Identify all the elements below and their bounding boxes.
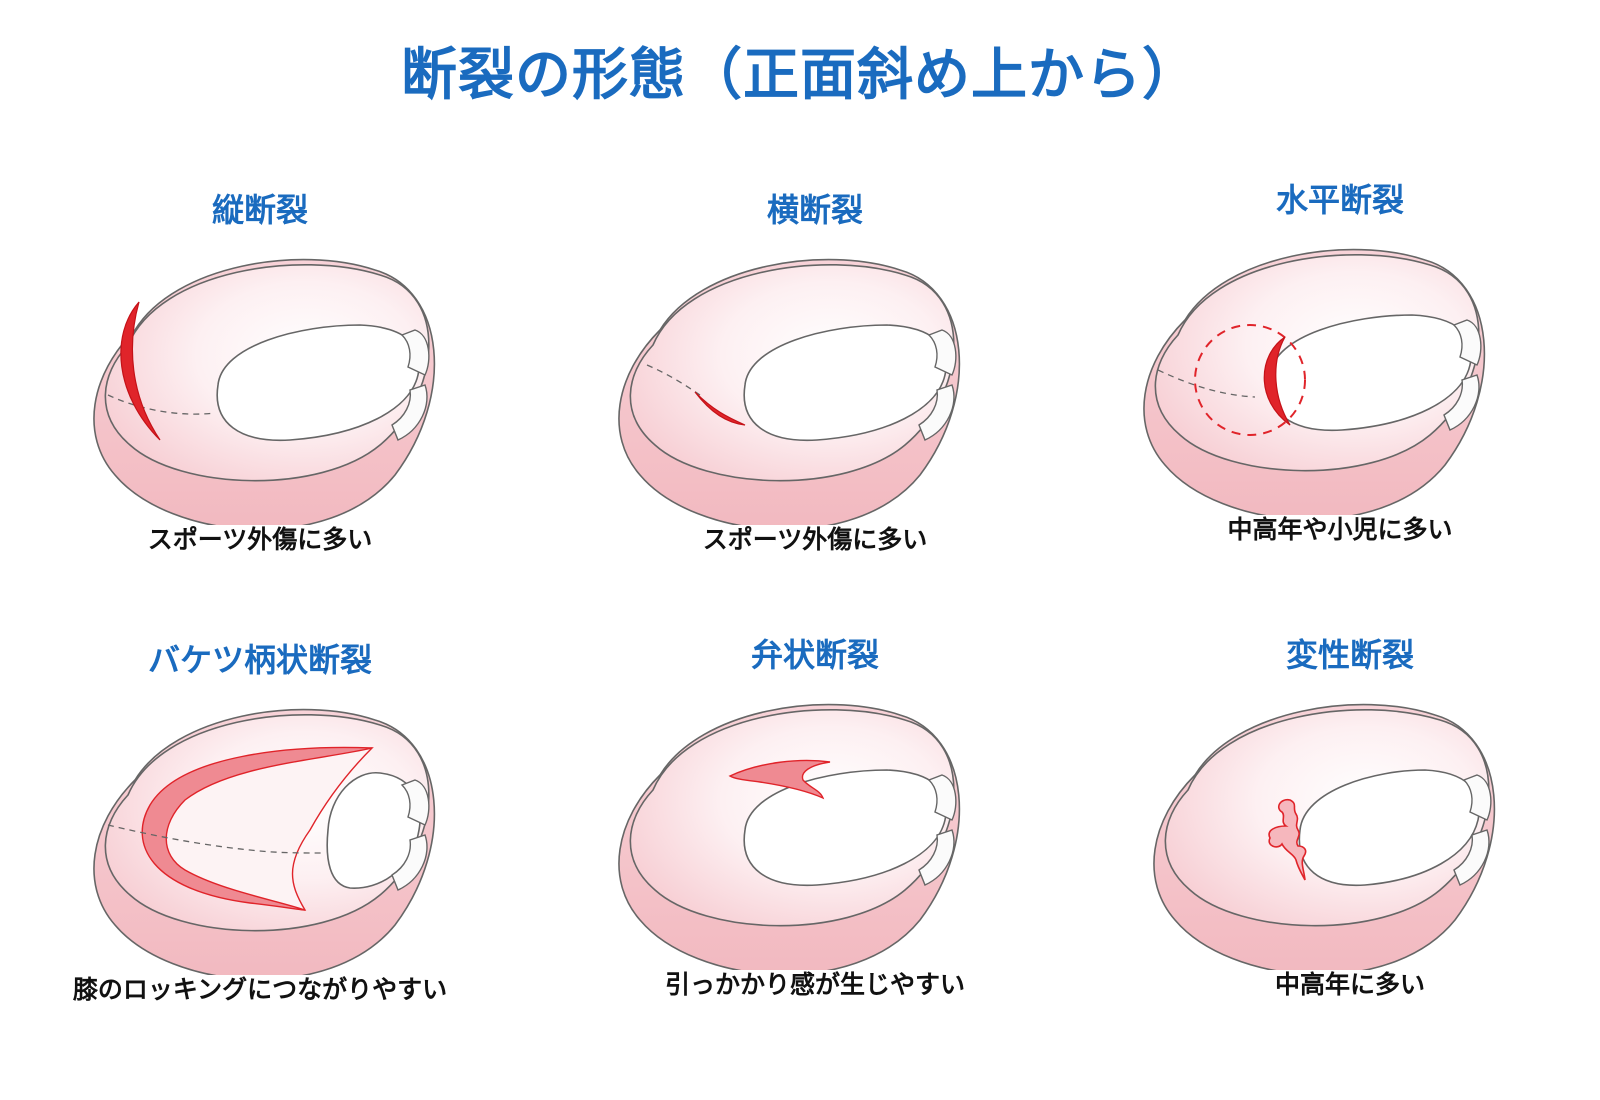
- panel-title: 縦断裂: [211, 191, 308, 229]
- panel-flap-tear: 弁状断裂 引っかかり感が生じやすい: [555, 620, 1075, 1060]
- panel-bucket-handle-tear: バケツ柄状断裂 膝のロッキングにつながりやすい: [0, 625, 520, 1065]
- panel-horizontal-tear: 水平断裂 中高年や小児に多い: [1080, 165, 1600, 605]
- panel-title: 水平断裂: [1275, 181, 1404, 219]
- panel-title: バケツ柄状断裂: [147, 641, 372, 679]
- panel-caption: スポーツ外傷に多い: [147, 525, 373, 554]
- meniscus-illustration: [1143, 248, 1486, 515]
- panel-caption: スポーツ外傷に多い: [702, 525, 928, 554]
- meniscus-illustration: [618, 258, 961, 525]
- panel-title: 変性断裂: [1285, 636, 1414, 674]
- meniscus-illustration: [618, 703, 961, 970]
- panel-caption: 中高年や小児に多い: [1227, 515, 1453, 544]
- panel-title: 横断裂: [766, 191, 863, 229]
- panel-caption: 膝のロッキングにつながりやすい: [72, 975, 448, 1004]
- meniscus-illustration: [93, 708, 436, 975]
- panel-degenerative-tear: 変性断裂 中高年に多い: [1090, 620, 1600, 1060]
- meniscus-illustration: [1153, 703, 1496, 970]
- panel-caption: 引っかかり感が生じやすい: [664, 970, 965, 999]
- panel-caption: 中高年に多い: [1274, 970, 1425, 999]
- meniscus-illustration: [93, 258, 436, 525]
- panel-transverse-tear: 横断裂 スポーツ外傷に多い: [555, 175, 1075, 615]
- panel-title: 弁状断裂: [750, 636, 879, 674]
- panel-longitudinal-tear: 縦断裂 スポーツ外傷に多い: [0, 175, 520, 615]
- page-title: 断裂の形態（正面斜め上から）: [401, 43, 1199, 108]
